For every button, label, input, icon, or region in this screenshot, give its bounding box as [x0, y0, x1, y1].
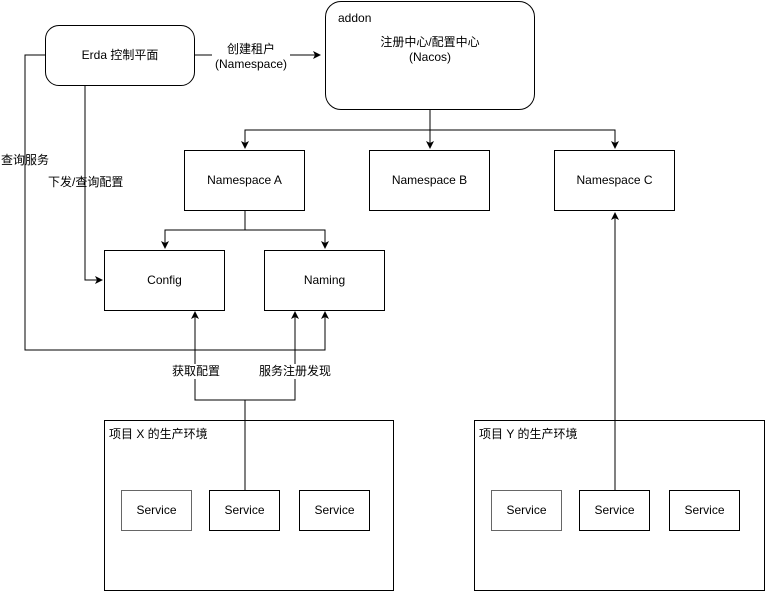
config-node[interactable]: Config: [104, 250, 225, 311]
edge-label-line: 创建租户: [226, 42, 275, 56]
environment-title: 项目 X 的生产环境: [109, 427, 208, 441]
namespace-b-node[interactable]: Namespace B: [369, 150, 490, 211]
edge-addon-to-ns-c: [430, 129, 619, 149]
service-node[interactable]: Service: [209, 490, 280, 531]
edge-ns-a-to-naming: [245, 229, 329, 249]
edge-service-x-to-naming: [245, 311, 299, 401]
naming-node[interactable]: Naming: [264, 250, 385, 311]
node-label: Config: [147, 273, 182, 287]
edge-label-line: (Namespace): [214, 57, 288, 71]
service-node[interactable]: Service: [121, 490, 192, 531]
edge-label-service-registry-discovery: 服务注册发现: [259, 364, 332, 379]
addon-nacos-node[interactable]: addon 注册中心/配置中心 (Nacos): [325, 1, 535, 110]
node-label: Service: [594, 503, 635, 517]
node-label: Namespace B: [391, 173, 468, 187]
service-node[interactable]: Service: [491, 490, 562, 531]
node-label: Namespace A: [207, 173, 282, 187]
edge-erda-to-naming: [24, 54, 329, 351]
node-label: Service: [224, 503, 265, 517]
node-sublabel: (Nacos): [408, 49, 451, 64]
service-node[interactable]: Service: [299, 490, 370, 531]
edge-addon-to-ns-a: [241, 129, 430, 149]
edge-label-dispatch-query-config: 下发/查询配置: [48, 175, 124, 189]
service-node[interactable]: Service: [669, 490, 740, 531]
namespace-a-node[interactable]: Namespace A: [184, 150, 305, 211]
edge-service-x-to-config: [191, 311, 246, 490]
node-label: Service: [136, 503, 177, 517]
node-label: Naming: [303, 273, 346, 287]
erda-control-plane-node[interactable]: Erda 控制平面: [45, 25, 195, 86]
edge-label-fetch-config: 获取配置: [172, 364, 221, 379]
node-label: Namespace C: [576, 173, 653, 187]
edge-erda-to-config: [84, 86, 103, 284]
environment-title: 项目 Y 的生产环境: [479, 427, 578, 441]
node-label: 注册中心/配置中心: [380, 34, 480, 49]
service-node[interactable]: Service: [579, 490, 650, 531]
node-label: Erda 控制平面: [81, 48, 159, 62]
edge-label-create-tenant: 创建租户 (Namespace): [212, 42, 290, 72]
namespace-c-node[interactable]: Namespace C: [554, 150, 675, 211]
node-label: Service: [684, 503, 725, 517]
node-label: Service: [506, 503, 547, 517]
addon-tag: addon: [338, 11, 372, 25]
edge-ns-a-to-config: [161, 210, 246, 249]
node-label: Service: [314, 503, 355, 517]
edge-label-query-service: 查询服务: [1, 153, 50, 167]
